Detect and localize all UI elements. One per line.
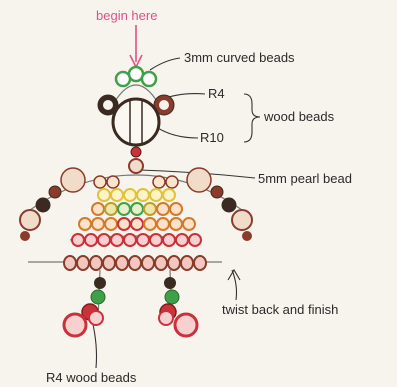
leg-beads-left: [64, 277, 106, 336]
body-row-2: [98, 189, 175, 201]
arm-beads-right: [187, 168, 252, 241]
begin-here-arrow: [130, 25, 142, 67]
body-row-3: [92, 203, 182, 215]
label-pearl-bead: 5mm pearl bead: [258, 171, 352, 186]
head-beads: [98, 95, 174, 145]
label-r10: R10: [200, 130, 224, 145]
leg-beads-right: [159, 277, 197, 336]
label-curved-beads: 3mm curved beads: [184, 50, 295, 65]
arm-beads-left: [20, 168, 85, 241]
neck-beads: [129, 147, 143, 173]
label-wood-beads: wood beads: [263, 109, 335, 124]
label-begin-here: begin here: [96, 8, 157, 23]
body-row-4: [79, 218, 195, 230]
label-twist-back: twist back and finish: [222, 302, 338, 317]
label-r4-wood-beads: R4 wood beads: [46, 370, 137, 385]
body-row-6: [64, 256, 206, 270]
label-r4: R4: [208, 86, 225, 101]
